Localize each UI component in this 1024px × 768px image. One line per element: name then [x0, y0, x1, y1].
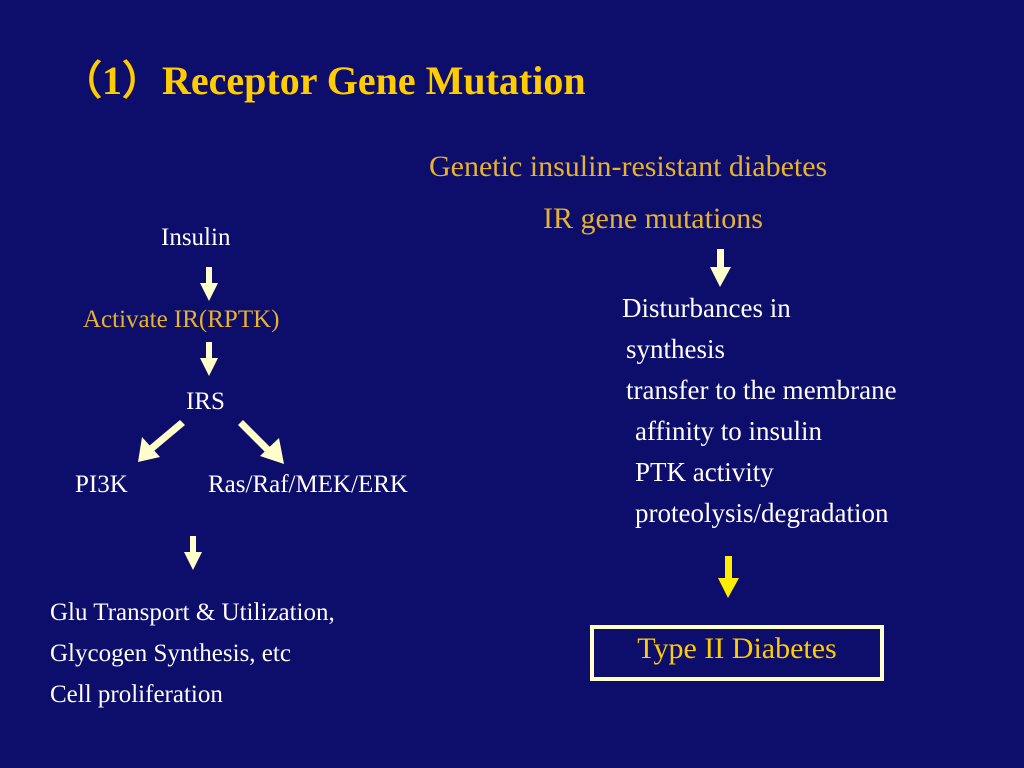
arrow-down-right-icon	[238, 420, 284, 464]
node-ras-raf-mek-erk: Ras/Raf/MEK/ERK	[208, 471, 408, 498]
node-activate-ir: Activate IR(RPTK)	[83, 306, 280, 333]
arrow-down-icon	[184, 536, 202, 570]
effects-list: Glu Transport & Utilization, Glycogen Sy…	[50, 592, 335, 715]
disturbance-heading: Disturbances in	[622, 293, 791, 323]
arrow-down-left-icon	[138, 420, 185, 462]
outcome-label: Type II Diabetes	[637, 632, 837, 665]
arrow-down-icon	[200, 267, 218, 301]
disturbance-item: synthesis	[626, 334, 726, 364]
arrow-down-icon	[710, 249, 731, 287]
node-pi3k: PI3K	[75, 471, 128, 498]
heading-ir-gene-mutations: IR gene mutations	[543, 202, 763, 235]
disturbance-item: affinity to insulin	[635, 416, 822, 446]
node-insulin: Insulin	[161, 224, 231, 251]
arrow-down-icon	[718, 556, 739, 598]
outcome-box	[590, 625, 884, 681]
effect-item: Cell proliferation	[50, 681, 223, 708]
disturbance-item: PTK activity	[635, 457, 774, 487]
effect-item: Glycogen Synthesis, etc	[50, 640, 291, 667]
disturbance-item: transfer to the membrane	[626, 375, 897, 405]
node-irs: IRS	[186, 388, 225, 415]
heading-genetic-diabetes: Genetic insulin-resistant diabetes	[429, 150, 828, 183]
slide-title: （1）Receptor Gene Mutation	[62, 58, 586, 103]
disturbances-list: Disturbances in synthesis transfer to th…	[622, 288, 897, 534]
arrow-down-icon	[200, 342, 218, 376]
disturbance-item: proteolysis/degradation	[635, 498, 889, 528]
effect-item: Glu Transport & Utilization,	[50, 599, 335, 626]
